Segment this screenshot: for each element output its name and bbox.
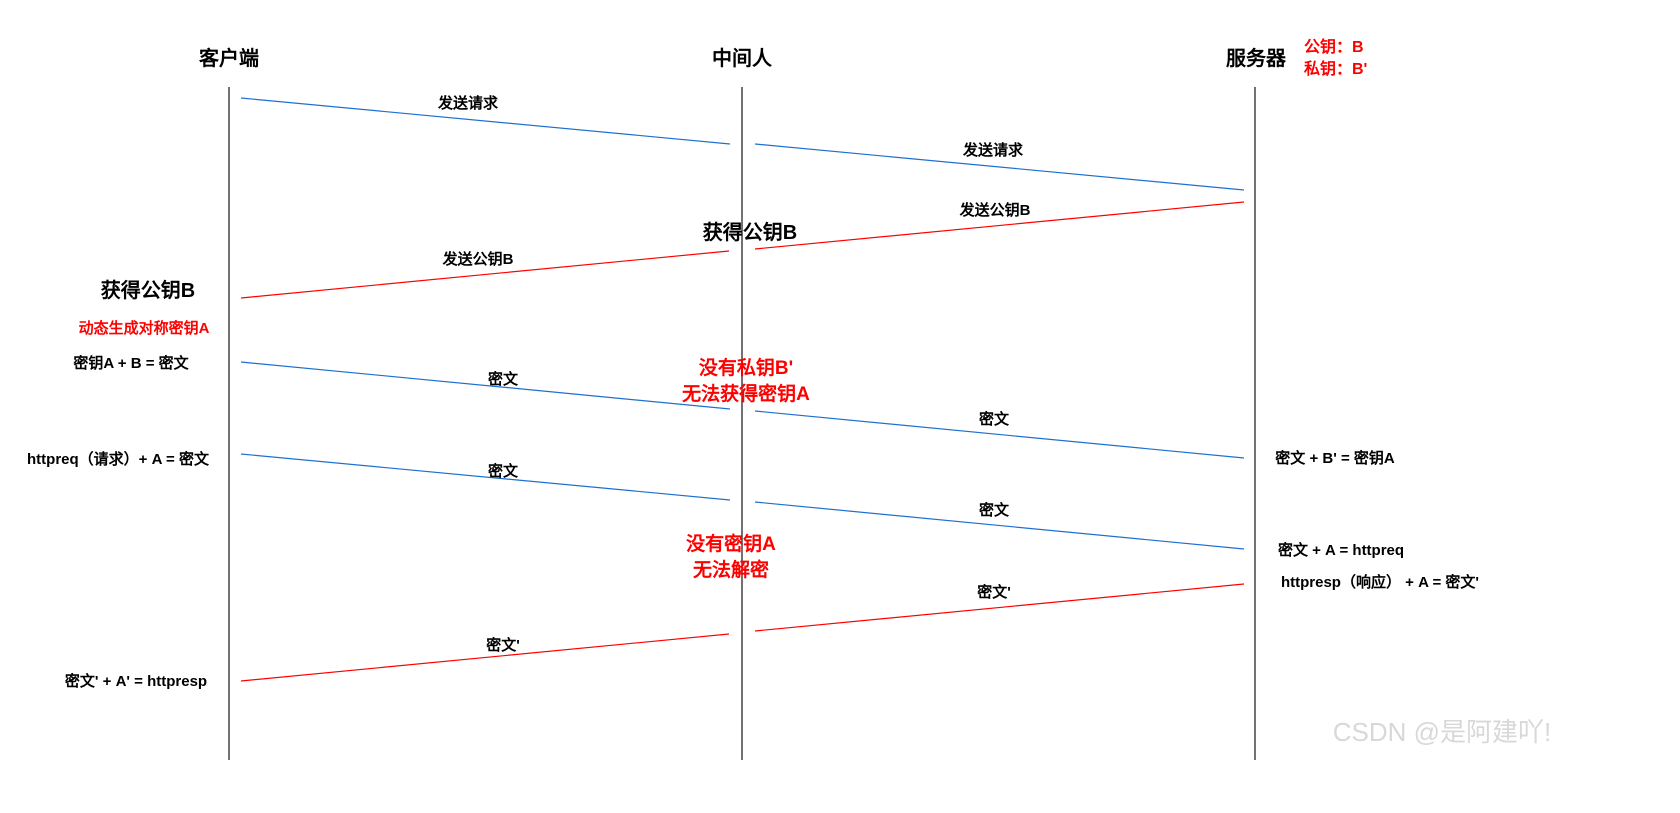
message-label: 密文 [979, 501, 1010, 519]
middleman-no-key-note-2: 无法解密 [693, 558, 769, 581]
watermark: CSDN @是阿建吖! [1333, 717, 1552, 747]
message-label: 发送请求 [437, 94, 499, 112]
message-label: 密文 [488, 370, 519, 388]
client-gen-key-note: 动态生成对称密钥A [79, 319, 210, 337]
message-label: 发送公钥B [959, 201, 1031, 219]
server-header: 服务器 [1226, 46, 1287, 70]
client-decrypt-resp-note: 密文' + A' = httpresp [65, 672, 207, 690]
message-line [754, 143, 1245, 191]
server-public-key: 公钥：B [1304, 37, 1364, 56]
server-decrypt-key-note: 密文 + B' = 密钥A [1275, 449, 1395, 467]
client-encrypt-key-note: 密钥A + B = 密文 [73, 354, 189, 372]
message-line [754, 201, 1245, 250]
message-line [754, 501, 1245, 550]
client-encrypt-req-note: httpreq（请求）+ A = 密文 [27, 450, 210, 468]
client-gets-key-note: 获得公钥B [101, 278, 195, 302]
middleman-gets-key-note: 获得公钥B [703, 220, 797, 244]
message-label: 发送请求 [962, 141, 1024, 159]
server-encrypt-resp-note: httpresp（响应） + A = 密文' [1281, 573, 1479, 591]
message-label: 密文' [977, 583, 1011, 601]
middleman-no-private-note: 没有私钥B' [699, 356, 793, 379]
message-label: 密文 [488, 462, 519, 480]
message-label: 密文 [979, 410, 1010, 428]
message-line [240, 453, 731, 501]
server-decrypt-req-note: 密文 + A = httpreq [1278, 541, 1404, 559]
message-line [240, 97, 731, 145]
message-line [754, 410, 1245, 459]
message-line [240, 250, 730, 299]
message-line [754, 583, 1245, 632]
message-line [240, 633, 730, 682]
middleman-header: 中间人 [712, 46, 773, 70]
message-line [240, 361, 731, 410]
server-private-key: 私钥：B' [1304, 59, 1367, 78]
middleman-no-private-note-2: 无法获得密钥A [682, 382, 810, 405]
client-header: 客户端 [198, 46, 259, 70]
middleman-no-key-note: 没有密钥A [686, 532, 776, 555]
message-label: 发送公钥B [442, 250, 514, 268]
message-label: 密文' [486, 636, 520, 654]
